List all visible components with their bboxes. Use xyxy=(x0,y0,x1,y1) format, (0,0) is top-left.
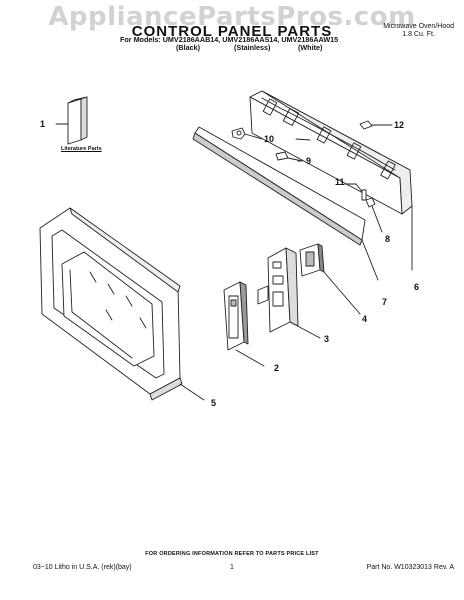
variant-white: (White) xyxy=(298,43,323,52)
callout-11: 11 xyxy=(335,177,345,187)
ordering-note: FOR ORDERING INFORMATION REFER TO PARTS … xyxy=(145,551,319,557)
callout-7: 7 xyxy=(382,297,388,307)
variant-black: (Black) xyxy=(176,43,200,52)
callout-4: 4 xyxy=(362,314,368,324)
callout-5: 5 xyxy=(211,398,217,408)
part-door xyxy=(39,207,205,401)
variant-stainless: (Stainless) xyxy=(234,43,271,52)
part-bracket-10 xyxy=(231,127,263,140)
product-type: Microwave Oven/Hood 1.8 Cu. Ft. xyxy=(383,23,454,39)
part-control-board xyxy=(257,243,361,339)
part-literature-booklet xyxy=(55,96,88,145)
literature-parts-label: Literature Parts xyxy=(61,146,102,152)
callout-1: 1 xyxy=(40,119,46,129)
watermark: AppliancePartsPros.com xyxy=(48,2,416,32)
callout-2: 2 xyxy=(274,363,280,373)
litho-line: 03~10 Litho in U.S.A. (rek)(bay) xyxy=(33,564,132,571)
part-control-panel-frame xyxy=(249,90,413,271)
leader-10 xyxy=(295,138,311,141)
callout-12: 12 xyxy=(394,120,405,130)
part-clip-12 xyxy=(359,120,393,130)
page-title: CONTROL PANEL PARTS xyxy=(131,23,333,40)
page-number: 1 xyxy=(230,564,234,571)
part-keypad xyxy=(223,281,265,367)
callout-9: 9 xyxy=(306,156,312,166)
part-clip-9 xyxy=(275,151,303,162)
part-screw-11 xyxy=(355,183,367,201)
callout-6: 6 xyxy=(414,282,420,292)
part-control-overlay xyxy=(192,126,379,281)
callout-10: 10 xyxy=(264,134,275,144)
part-number: Part No. W10323013 Rev. A xyxy=(366,564,454,571)
models-line: For Models: UMV2186AAB14, UMV2186AAS14, … xyxy=(120,35,339,44)
product-type-line-1: Microwave Oven/Hood xyxy=(383,23,454,30)
part-screw-8 xyxy=(365,197,383,233)
callout-8: 8 xyxy=(385,234,391,244)
product-type-line-2: 1.8 Cu. Ft. xyxy=(402,31,435,38)
callout-3: 3 xyxy=(324,334,330,344)
